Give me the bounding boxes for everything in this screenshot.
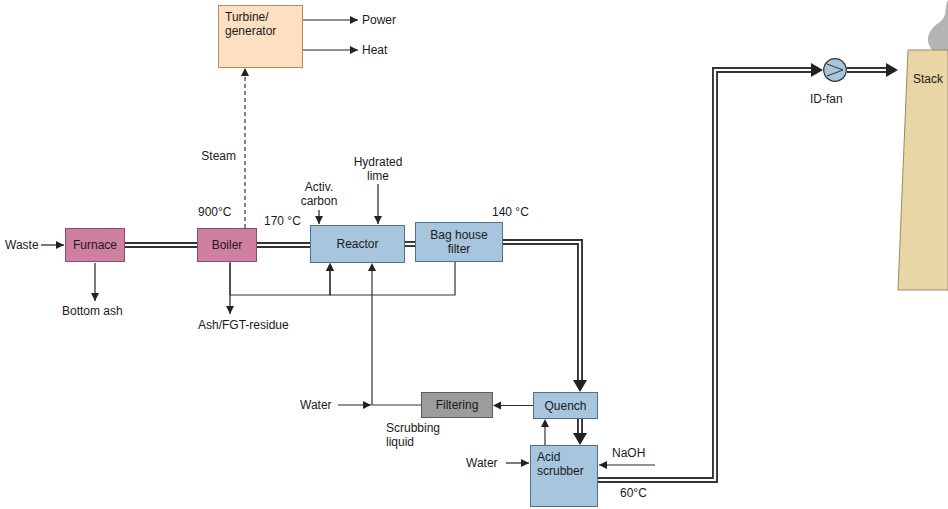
scrubber-box: Acid scrubber [530, 445, 598, 507]
stream-label: Power [362, 13, 396, 27]
carbon-arrow [318, 210, 319, 224]
temperature-label: 170 °C [264, 214, 301, 228]
node-title: Stack [913, 72, 943, 86]
turbine-box: Turbine/ generator [218, 5, 303, 68]
stream-label: NaOH [612, 446, 645, 460]
node-title: Quench [544, 399, 586, 413]
water-arrow [506, 462, 529, 463]
stack-shape: Stack [898, 50, 948, 290]
smoke-plume [928, 0, 948, 52]
temperature-label: 60°C [620, 486, 647, 500]
node-title: Turbine/ generator [225, 10, 296, 38]
duct-core [257, 244, 310, 246]
duct-wall [257, 242, 310, 248]
connector-line [230, 262, 330, 295]
duct-core [503, 242, 580, 381]
boiler-box: Boiler [197, 228, 257, 262]
arrowhead [811, 63, 823, 77]
naoh-arrow [599, 464, 655, 465]
steam-line [241, 68, 249, 228]
filter-box: Bag house filter [415, 222, 503, 262]
stack-shape [898, 50, 948, 290]
liquid-line [326, 262, 455, 295]
node-title: ID-fan [810, 92, 843, 106]
flue-gas-duct [125, 245, 197, 246]
liquid-line [493, 402, 533, 410]
quench-box: Quench [533, 392, 598, 419]
node-title: Boiler [212, 238, 243, 252]
stream-label: Scrubbing liquid [386, 421, 448, 449]
duct-wall [847, 67, 887, 73]
liquid-line [230, 262, 334, 295]
arrowhead [573, 433, 587, 445]
liquid-line [541, 419, 549, 445]
water-arrow [338, 404, 371, 405]
duct-wall [503, 242, 580, 381]
lime-arrow [377, 184, 378, 224]
stream-label: Water [300, 398, 332, 412]
duct-wall [598, 70, 812, 480]
furnace-box: Furnace [65, 228, 125, 262]
arrowhead [241, 68, 249, 76]
filtering-box: Filtering [421, 392, 493, 418]
duct-core [405, 243, 415, 245]
temperature-label: 140 °C [492, 205, 529, 219]
duct-wall [577, 419, 583, 434]
power-arrow [303, 19, 358, 20]
bottom-ash-arrow [94, 263, 95, 301]
stream-label: Heat [362, 43, 387, 57]
duct-core [598, 70, 812, 480]
node-title: Filtering [436, 398, 479, 412]
stream-label: Bottom ash [62, 304, 123, 318]
arrowhead [573, 380, 587, 392]
stream-label: Water [466, 456, 498, 470]
flue-gas-duct [405, 244, 415, 245]
node-title: Furnace [73, 238, 117, 252]
arrowhead [541, 419, 549, 427]
stream-label: Hydrated lime [350, 155, 406, 183]
flue-gas-duct [598, 63, 823, 480]
arrowhead [886, 63, 898, 77]
fan-symbol: ID-fan [823, 58, 847, 82]
duct-wall [405, 241, 415, 247]
duct-core [125, 244, 197, 246]
duct-core [847, 69, 887, 71]
connector-line [500, 405, 533, 406]
connector-line [244, 75, 245, 228]
arrowhead [493, 402, 501, 410]
connector-line [544, 426, 545, 445]
reactor-box: Reactor [310, 225, 405, 263]
fan-symbol [823, 58, 847, 82]
temperature-label: 900°C [198, 205, 232, 219]
arrowhead [326, 263, 334, 271]
flue-gas-duct [257, 245, 310, 246]
flue-gas-duct [847, 63, 898, 77]
flue-gas-duct [573, 419, 587, 445]
node-title: Bag house filter [420, 228, 498, 256]
node-title: Acid scrubber [537, 450, 591, 478]
connector-line [330, 262, 455, 295]
node-title: Reactor [336, 237, 378, 251]
liquid-line [368, 263, 421, 405]
stream-label: Ash/FGT-residue [198, 318, 289, 332]
arrowhead [368, 263, 376, 271]
connector-line [372, 270, 421, 405]
duct-core [579, 419, 581, 434]
stream-label: Activ. carbon [296, 180, 342, 208]
heat-arrow [303, 49, 358, 50]
stream-label: Waste [5, 238, 39, 252]
flue-gas-duct [503, 242, 587, 392]
edge-label: Steam [200, 149, 237, 163]
arrowhead [326, 263, 334, 271]
duct-wall [125, 242, 197, 248]
waste-arrow [41, 244, 64, 245]
